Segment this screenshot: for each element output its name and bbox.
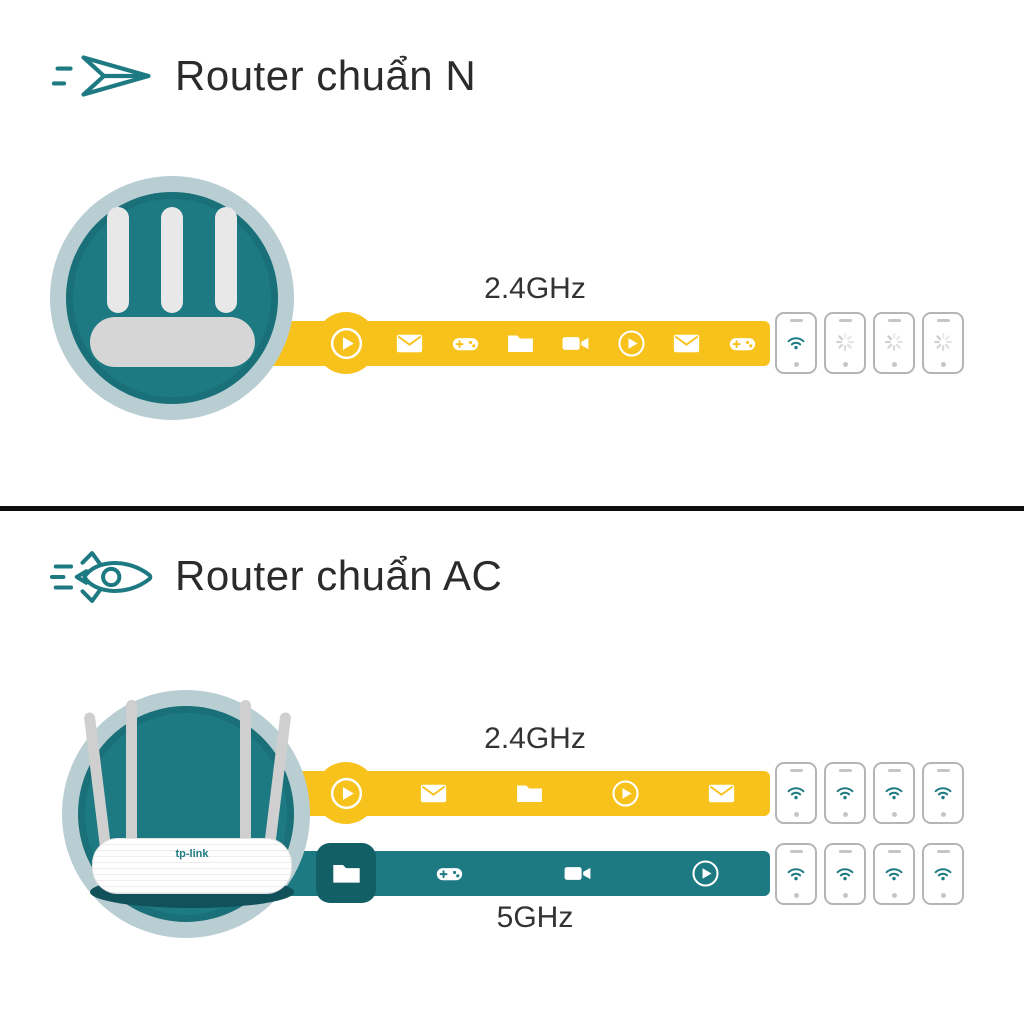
play-icon bbox=[616, 328, 647, 359]
wifi-icon bbox=[833, 780, 857, 804]
router-body: tp-link bbox=[92, 838, 292, 894]
wifi-icon bbox=[784, 330, 808, 354]
wifi-icon bbox=[833, 861, 857, 885]
phone-home-dot bbox=[793, 893, 799, 898]
envelope-icon bbox=[671, 328, 702, 359]
spinner-icon bbox=[833, 330, 857, 354]
phone-wifi bbox=[922, 762, 964, 824]
phone-speaker bbox=[887, 319, 901, 322]
router-brand-logo: tp-link bbox=[175, 848, 209, 860]
phone-speaker bbox=[838, 319, 852, 322]
wifi-icon bbox=[931, 861, 955, 885]
antenna bbox=[215, 207, 237, 313]
camera-icon bbox=[562, 858, 593, 889]
controller-icon bbox=[727, 328, 758, 359]
phone-speaker bbox=[838, 769, 852, 772]
paper-plane-icon bbox=[52, 44, 154, 108]
phone-home-dot bbox=[940, 893, 946, 898]
wifi-icon bbox=[882, 861, 906, 885]
phone-home-dot bbox=[940, 812, 946, 817]
camera-icon bbox=[560, 328, 591, 359]
phone-spinner bbox=[824, 312, 866, 374]
phone-wifi bbox=[775, 843, 817, 905]
envelope-icon bbox=[418, 778, 449, 809]
section-n-title: Router chuẩn N bbox=[175, 52, 477, 99]
band-icons-ac-5 bbox=[385, 851, 770, 896]
play-badge-icon bbox=[315, 312, 377, 374]
phone-wifi bbox=[873, 843, 915, 905]
envelope-icon bbox=[394, 328, 425, 359]
spinner-icon bbox=[882, 330, 906, 354]
antenna bbox=[126, 700, 137, 850]
rocket-icon bbox=[50, 546, 160, 608]
phone-wifi bbox=[824, 843, 866, 905]
phone-speaker bbox=[789, 850, 803, 853]
phone-spinner bbox=[922, 312, 964, 374]
router-body bbox=[90, 317, 255, 367]
phone-wifi bbox=[775, 762, 817, 824]
phones-ac-24 bbox=[775, 762, 964, 824]
play-icon bbox=[610, 778, 641, 809]
phone-home-dot bbox=[940, 362, 946, 367]
wifi-icon bbox=[784, 780, 808, 804]
phone-spinner bbox=[873, 312, 915, 374]
folder-icon bbox=[514, 778, 545, 809]
phone-speaker bbox=[838, 850, 852, 853]
phone-home-dot bbox=[891, 362, 897, 367]
phones-n bbox=[775, 312, 964, 374]
play-badge-icon bbox=[315, 762, 377, 824]
play-icon bbox=[690, 858, 721, 889]
phone-home-dot bbox=[793, 362, 799, 367]
phone-speaker bbox=[789, 769, 803, 772]
antenna bbox=[240, 700, 251, 850]
controller-icon bbox=[450, 328, 481, 359]
antenna bbox=[107, 207, 129, 313]
phone-home-dot bbox=[793, 812, 799, 817]
wifi-icon bbox=[784, 861, 808, 885]
phone-speaker bbox=[887, 850, 901, 853]
router-ac-illustration: tp-link bbox=[62, 690, 310, 938]
phone-wifi bbox=[824, 762, 866, 824]
phone-home-dot bbox=[842, 362, 848, 367]
folder-badge-icon bbox=[316, 843, 376, 903]
phone-speaker bbox=[936, 319, 950, 322]
phone-home-dot bbox=[891, 893, 897, 898]
phone-wifi bbox=[873, 762, 915, 824]
wifi-icon bbox=[882, 780, 906, 804]
band-icons-n bbox=[382, 321, 770, 366]
freq-label-5ghz: 5GHz bbox=[496, 901, 574, 934]
envelope-icon bbox=[706, 778, 737, 809]
router-n-illustration bbox=[50, 176, 294, 420]
phone-wifi bbox=[775, 312, 817, 374]
phone-home-dot bbox=[842, 893, 848, 898]
section-ac-title: Router chuẩn AC bbox=[175, 552, 503, 599]
band-icons-ac-24 bbox=[385, 771, 770, 816]
antenna bbox=[161, 207, 183, 313]
spinner-icon bbox=[931, 330, 955, 354]
freq-label-n: 2.4GHz bbox=[484, 272, 586, 305]
phone-speaker bbox=[936, 850, 950, 853]
section-divider bbox=[0, 506, 1024, 511]
phone-speaker bbox=[936, 769, 950, 772]
folder-icon bbox=[505, 328, 536, 359]
freq-label-2-4ghz: 2.4GHz bbox=[484, 722, 586, 755]
phones-ac-5 bbox=[775, 843, 964, 905]
phone-home-dot bbox=[842, 812, 848, 817]
phone-speaker bbox=[789, 319, 803, 322]
wifi-icon bbox=[931, 780, 955, 804]
controller-icon bbox=[434, 858, 465, 889]
phone-home-dot bbox=[891, 812, 897, 817]
phone-speaker bbox=[887, 769, 901, 772]
phone-wifi bbox=[922, 843, 964, 905]
